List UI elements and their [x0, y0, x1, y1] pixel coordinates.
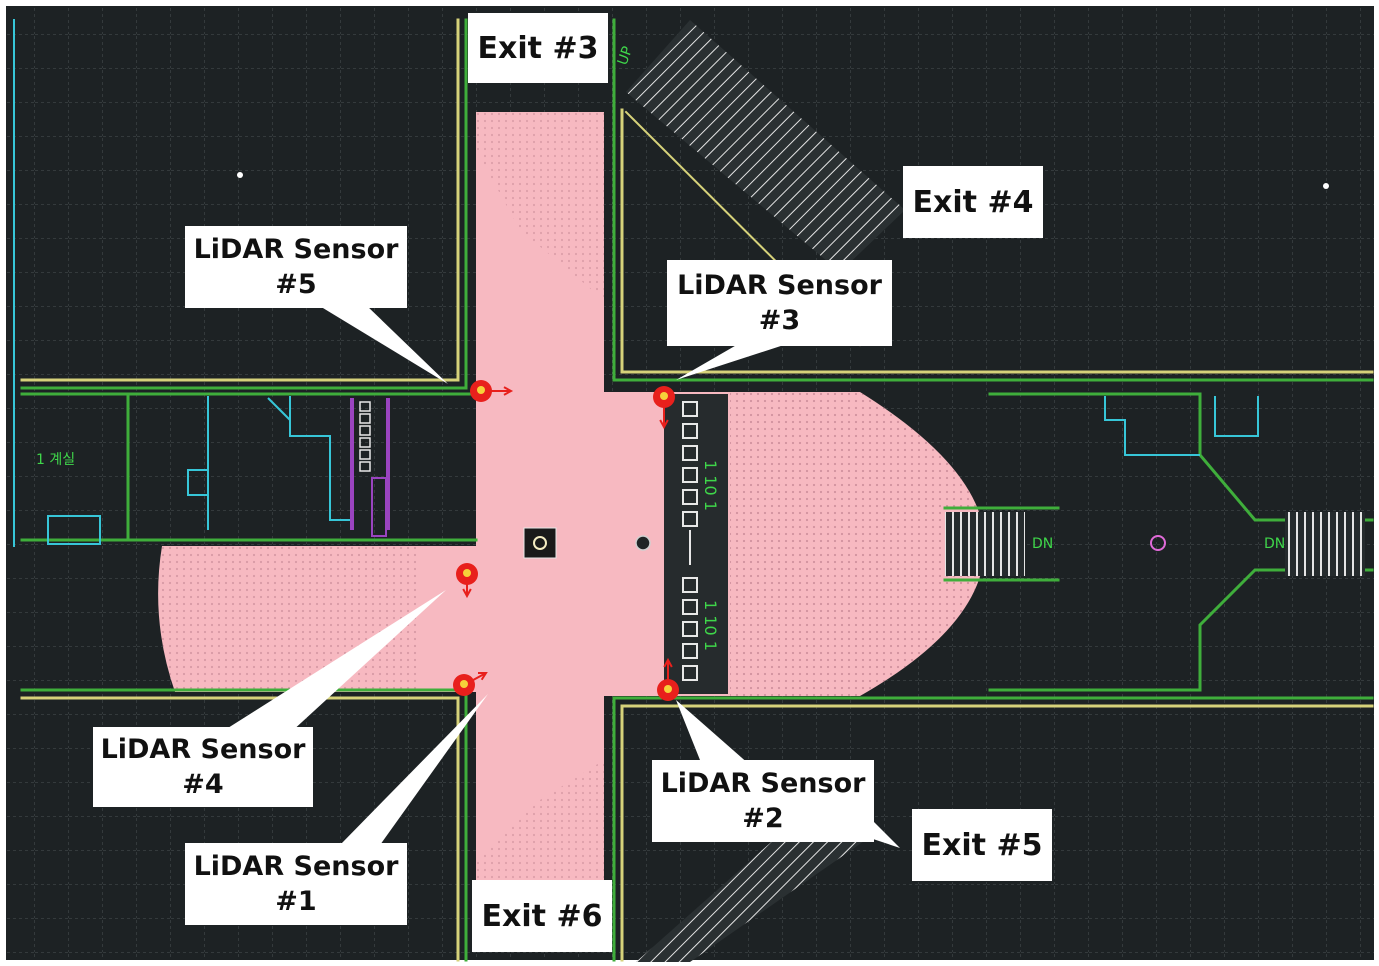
columns [237, 172, 1329, 559]
map-pin-icon [653, 386, 675, 430]
sensor-3-title: LiDAR Sensor [677, 269, 882, 301]
sensor-1-number: #1 [275, 886, 317, 917]
map-pin-icon [470, 380, 514, 402]
fixtures [47, 396, 1259, 545]
locker [359, 449, 371, 460]
exit-3-label: Exit #3 [468, 13, 608, 83]
map-pin-icon [453, 671, 488, 696]
walkway-pad [682, 511, 698, 527]
map-pin-icon [456, 563, 478, 599]
pointer-sensor-2 [676, 700, 750, 765]
walkway-pad [682, 643, 698, 659]
locker [359, 437, 371, 448]
sensor-5-label: LiDAR Sensor #5 [185, 226, 407, 308]
column-icon [523, 527, 557, 559]
locker [359, 413, 371, 424]
exit-5-text: Exit #5 [921, 827, 1043, 863]
sensor-4-label: LiDAR Sensor #4 [93, 727, 313, 807]
stair-dn-label-2: DN [1264, 536, 1285, 552]
locker [359, 401, 371, 412]
sensor-markers [453, 380, 679, 701]
exit-6-text: Exit #6 [481, 898, 603, 934]
floor-annotations: 1 계실 UP DN DN [36, 44, 1285, 552]
sensor-4-number: #4 [182, 769, 224, 800]
stair-dn-label-1: DN [1032, 536, 1053, 552]
walkway-pad [682, 577, 698, 593]
callout-pointers [220, 305, 900, 848]
pointer-sensor-4 [220, 590, 446, 733]
sensor-1-title: LiDAR Sensor [193, 850, 399, 882]
sensor-4-title: LiDAR Sensor [100, 733, 306, 765]
pointer-exit-5 [870, 818, 900, 848]
sensor-2-number: #2 [742, 803, 784, 834]
exit-4-text: Exit #4 [912, 184, 1034, 220]
exit-4-label: Exit #4 [903, 166, 1043, 238]
walkway-pad [682, 467, 698, 483]
stair-right-1 [945, 512, 1025, 576]
exit-6-label: Exit #6 [472, 880, 612, 952]
exit-3-text: Exit #3 [477, 30, 599, 66]
walkway-pad [682, 665, 698, 681]
stair-up-label: UP [615, 44, 636, 67]
sensor-1-label: LiDAR Sensor #1 [185, 843, 407, 925]
stair-exit-4 [626, 20, 905, 272]
sensor-2-title: LiDAR Sensor [660, 767, 866, 799]
svg-text:1 10 1: 1 10 1 [701, 600, 720, 651]
svg-text:1 10 1: 1 10 1 [701, 460, 720, 511]
locker-row [359, 401, 371, 472]
locker [359, 461, 371, 472]
walkway-pad [682, 621, 698, 637]
walkway-pad [682, 599, 698, 615]
exit-5-label: Exit #5 [912, 809, 1052, 881]
walkway-pad [682, 401, 698, 417]
room-label: 1 계실 [36, 452, 75, 468]
walkway-pad [682, 423, 698, 439]
pointer-sensor-5 [318, 305, 448, 384]
stair-right-2 [1285, 512, 1365, 576]
sensor-2-label: LiDAR Sensor #2 [652, 760, 874, 842]
column-icon [1150, 535, 1166, 551]
walkway-pad [682, 445, 698, 461]
pointer-sensor-3 [676, 343, 790, 380]
locker [359, 425, 371, 436]
sensor-3-label: LiDAR Sensor #3 [667, 260, 892, 346]
sensor-5-title: LiDAR Sensor [193, 233, 399, 265]
walkway-pad [682, 489, 698, 505]
sensor-3-number: #3 [758, 305, 801, 336]
walkway-strip: 1 10 1 1 10 1 [664, 394, 728, 694]
pointer-sensor-1 [340, 694, 488, 845]
column-icon [635, 535, 651, 551]
sensor-5-number: #5 [275, 269, 317, 300]
map-pin-icon [657, 657, 679, 701]
walls [13, 18, 1374, 962]
